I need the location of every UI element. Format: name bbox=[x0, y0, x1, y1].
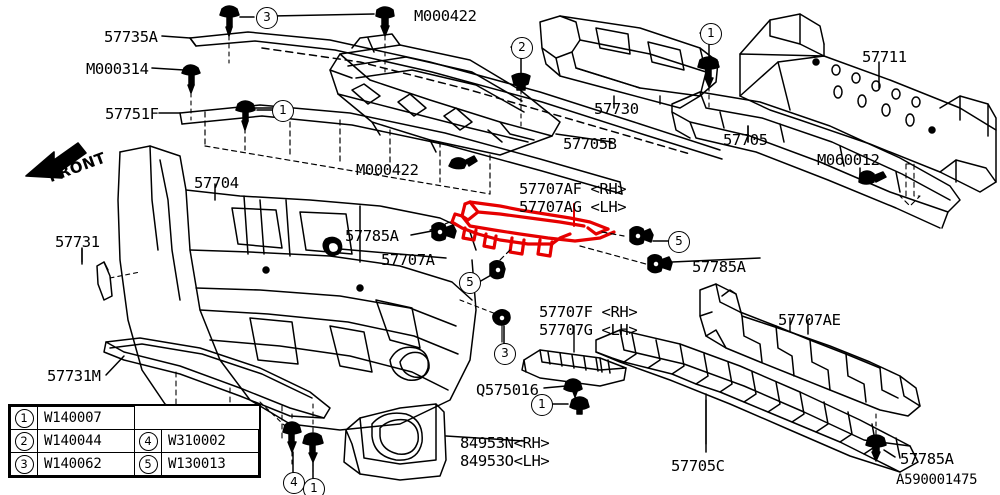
clip-callout-1-right bbox=[697, 56, 720, 88]
part-57705-shape bbox=[671, 91, 961, 229]
part-label-57731: 57731 bbox=[55, 233, 100, 251]
part-label-line: 57707AG <LH> bbox=[519, 198, 627, 216]
legend-number-cell: 1 bbox=[10, 406, 38, 430]
part-label-57707af: 57707AF <RH>57707AG <LH> bbox=[519, 180, 627, 216]
legend-circled-number: 3 bbox=[14, 454, 34, 474]
part-label-line: 84953O<LH> bbox=[460, 452, 550, 470]
clip-m000314 bbox=[181, 64, 201, 94]
legend-circled-number: 1 bbox=[14, 408, 34, 428]
part-label-m000422: M000422 bbox=[356, 161, 419, 179]
bolt-m000422-bottom bbox=[448, 155, 478, 170]
clip-57707a bbox=[322, 236, 343, 257]
legend-number-cell: 2 bbox=[10, 429, 38, 453]
part-label-57735a: 57735A bbox=[104, 28, 158, 46]
clip-callout-1-top bbox=[235, 100, 256, 131]
bolt-m060012 bbox=[858, 170, 887, 185]
legend-circled-number: 4 bbox=[138, 431, 158, 451]
part-57711-shape bbox=[739, 13, 997, 193]
legend-code-cell: W140044 bbox=[37, 429, 135, 453]
callout-5: 5 bbox=[459, 272, 481, 294]
part-label-57785a: 57785A bbox=[692, 258, 746, 276]
part-label-m000422: M000422 bbox=[414, 7, 477, 25]
callout-1: 1 bbox=[531, 394, 553, 416]
part-57707fg-shape bbox=[521, 349, 627, 387]
legend-circled-number: 5 bbox=[138, 454, 158, 474]
callout-2: 2 bbox=[511, 37, 533, 59]
part-57707af-highlight bbox=[450, 200, 616, 258]
clip-callout-4-left bbox=[282, 421, 302, 453]
part-label-m060012: M060012 bbox=[817, 151, 880, 169]
callout-4: 4 bbox=[283, 472, 305, 494]
part-57730-shape bbox=[539, 15, 719, 109]
part-label-m000314: M000314 bbox=[86, 60, 149, 78]
part-84953n-shape bbox=[343, 403, 447, 481]
part-label-57711: 57711 bbox=[862, 48, 907, 66]
front-arrow bbox=[25, 142, 87, 179]
callout-3: 3 bbox=[494, 343, 516, 365]
part-label-57704: 57704 bbox=[194, 174, 239, 192]
part-label-57730: 57730 bbox=[594, 100, 639, 118]
legend-number-cell: 5 bbox=[134, 452, 162, 476]
clip-57785a-left bbox=[431, 222, 457, 242]
legend-code-cell: W310002 bbox=[161, 429, 259, 453]
part-label-57707a: 57707A bbox=[381, 251, 435, 269]
part-57707ae-shape bbox=[699, 283, 921, 417]
part-label-57705: 57705 bbox=[723, 131, 768, 149]
callout-5: 5 bbox=[668, 231, 690, 253]
callout-1: 1 bbox=[700, 23, 722, 45]
part-label-84953n: 84953N<RH>84953O<LH> bbox=[460, 434, 550, 470]
legend-number-cell: 4 bbox=[134, 429, 162, 453]
part-label-line: 57707F <RH> bbox=[539, 303, 638, 321]
legend-empty-cell bbox=[135, 407, 259, 430]
part-label-57785a: 57785A bbox=[900, 450, 954, 468]
part-label-57707ae: 57707AE bbox=[778, 311, 841, 329]
legend-number-cell: 3 bbox=[10, 452, 38, 476]
diagram-code: A590001475 bbox=[896, 472, 978, 488]
clip-callout-1-left bbox=[302, 432, 324, 463]
part-57705c-shape bbox=[595, 329, 919, 473]
legend-code-cell: W140007 bbox=[37, 406, 135, 430]
part-label-line: 57707G <LH> bbox=[539, 321, 638, 339]
callout-3: 3 bbox=[256, 7, 278, 29]
part-label-q575016: Q575016 bbox=[476, 381, 539, 399]
part-57705b-shape bbox=[329, 33, 561, 156]
legend-circled-number: 2 bbox=[14, 431, 34, 451]
part-label-line: 57707AF <RH> bbox=[519, 180, 627, 198]
part-57731m-shape bbox=[103, 337, 331, 419]
bolt-m000422-top bbox=[375, 6, 395, 37]
part-label-57731m: 57731M bbox=[47, 367, 101, 385]
part-57731-shape bbox=[96, 261, 113, 301]
legend-code-cell: W130013 bbox=[161, 452, 259, 476]
clip-callout-5-center bbox=[489, 260, 506, 280]
legend-code-cell: W140062 bbox=[37, 452, 135, 476]
part-label-57705b: 57705B bbox=[563, 135, 617, 153]
part-label-57751f: 57751F bbox=[105, 105, 159, 123]
clip-callout-1-bottom bbox=[569, 396, 590, 415]
clip-callout-3-top bbox=[219, 5, 240, 37]
part-label-line: 84953N<RH> bbox=[460, 434, 550, 452]
clip-callout-5-right bbox=[629, 226, 654, 246]
callout-1: 1 bbox=[272, 100, 294, 122]
callout-1: 1 bbox=[303, 478, 325, 495]
clip-57785a-center bbox=[647, 254, 673, 274]
nut-callout-2 bbox=[511, 72, 531, 91]
part-label-57785a: 57785A bbox=[345, 227, 399, 245]
clip-q575016 bbox=[563, 378, 583, 398]
part-label-57707f: 57707F <RH>57707G <LH> bbox=[539, 303, 638, 339]
clip-callout-3-center bbox=[492, 309, 511, 326]
part-label-57705c: 57705C bbox=[671, 457, 725, 475]
